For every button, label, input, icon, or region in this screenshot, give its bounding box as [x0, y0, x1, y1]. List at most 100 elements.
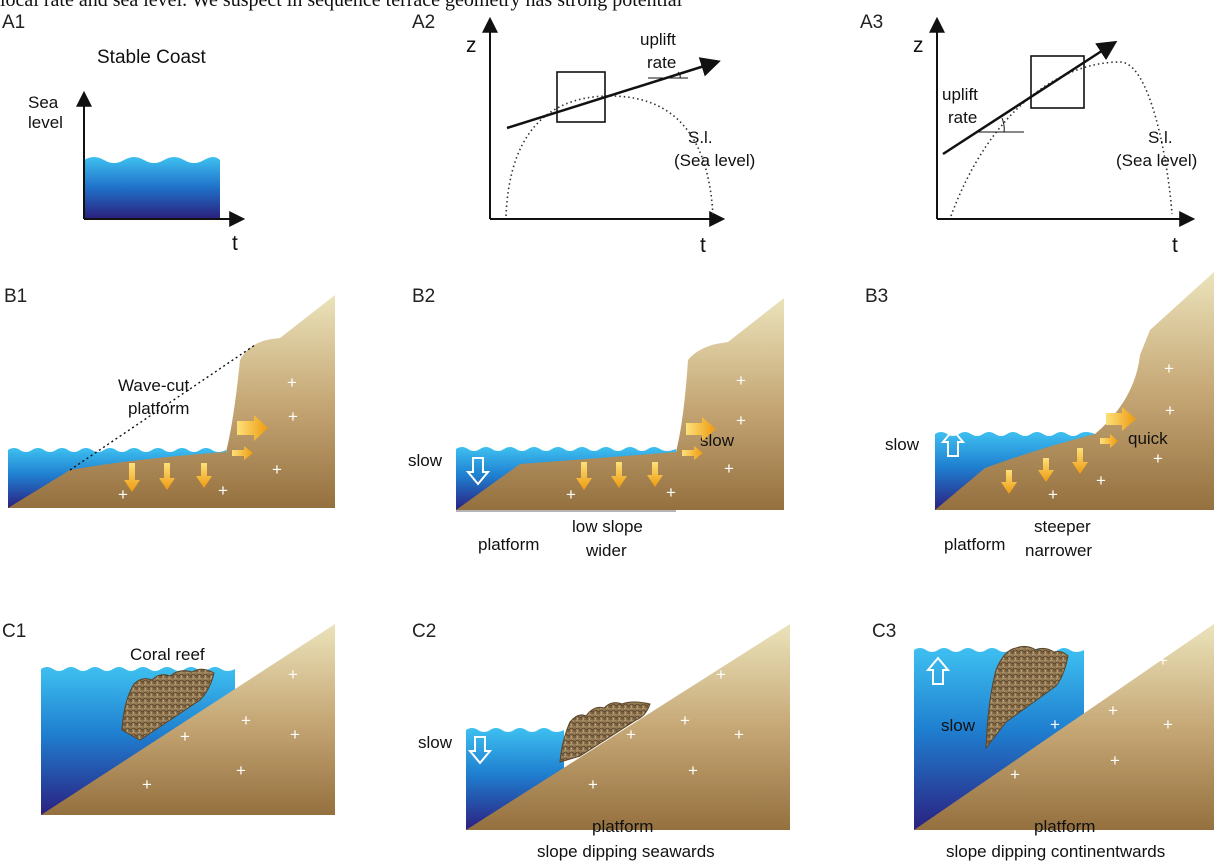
x-axis-label: t: [700, 234, 706, 257]
land-body: [466, 624, 790, 830]
sea-level-label-line1: S.l.: [1148, 128, 1173, 147]
x-axis-label: t: [1172, 234, 1178, 257]
panel-b3: B3 slow quick platform steeper narrower: [865, 272, 1214, 560]
zoom-box: [1030, 55, 1085, 109]
platform-label: platform: [478, 535, 539, 554]
plus-marker: +: [1165, 401, 1175, 420]
slope-label-line1: low slope: [572, 517, 643, 536]
panel-title: Stable Coast: [97, 47, 207, 68]
land-body: [935, 272, 1214, 510]
sea-level-rate-label: slow: [941, 716, 976, 735]
plus-marker: +: [287, 373, 297, 392]
down-arrow-icon: [196, 463, 212, 488]
panel-label: A1: [2, 12, 25, 33]
uplift-label-line1: uplift: [640, 30, 676, 49]
down-arrow-icon: [611, 462, 627, 488]
reef-label: Coral reef: [130, 645, 205, 664]
plus-marker: +: [288, 407, 298, 426]
panel-a1: A1 Stable Coast Sea level t: [2, 12, 246, 255]
angle-arc: [1001, 117, 1005, 133]
uplift-label-line2: rate: [647, 53, 676, 72]
slope-label-line2: narrower: [1025, 541, 1092, 560]
plus-marker: +: [1108, 701, 1118, 720]
uplift-label-line2: rate: [948, 108, 977, 127]
plus-marker: +: [241, 711, 251, 730]
y-axis-label: z: [466, 34, 477, 57]
platform-label: platform: [944, 535, 1005, 554]
uplift-rate-line: [506, 57, 721, 130]
slope-label-line1: steeper: [1034, 517, 1091, 536]
plus-marker: +: [290, 725, 300, 744]
panel-label: C1: [2, 621, 26, 642]
panel-c3: C3 slow platform slope dipping continent…: [872, 621, 1214, 861]
sea-level-label-line1: S.l.: [688, 128, 713, 147]
land-body: [8, 295, 335, 508]
down-arrow-icon: [1072, 448, 1088, 474]
former-profile-dashed: [69, 344, 256, 471]
plus-marker: +: [1158, 651, 1168, 670]
sea-level-label-line2: (Sea level): [674, 151, 755, 170]
panel-a3: A3 z t uplift rate S.l. (Sea level): [860, 12, 1197, 257]
platform-label-line2: slope dipping continentwards: [946, 842, 1165, 861]
sea-level-arrows: [465, 428, 966, 765]
plus-marker: +: [736, 411, 746, 430]
sea-level-rate-label: slow: [885, 435, 920, 454]
angle-arc: [677, 71, 681, 79]
land-body: [456, 298, 784, 510]
panel-label: C3: [872, 621, 896, 642]
plus-marker: +: [724, 459, 734, 478]
plus-marker: +: [272, 460, 282, 479]
down-arrow-icon: [159, 463, 175, 490]
panel-a2: A2 z t uplift rate S.l. (Sea level): [412, 12, 755, 257]
sea-level-rate-label: slow: [408, 451, 443, 470]
up-arrow-icon: [925, 656, 951, 685]
platform-label-line1: Wave-cut: [118, 376, 189, 395]
plus-marker: +: [588, 775, 598, 794]
zoom-box: [556, 71, 606, 123]
plus-marker: +: [1110, 751, 1120, 770]
sea-level-label-line2: (Sea level): [1116, 151, 1197, 170]
y-axis-label-line1: Sea: [28, 93, 59, 112]
right-arrow-icon: [1100, 434, 1118, 448]
slope-label-line2: wider: [585, 541, 627, 560]
plus-marker: +: [1010, 765, 1020, 784]
down-arrow-icon: [467, 736, 493, 765]
plus-marker: +: [218, 481, 228, 500]
plus-marker: +: [680, 711, 690, 730]
plus-marker: +: [1164, 359, 1174, 378]
plus-marker: +: [736, 371, 746, 390]
right-arrow-icon: [682, 446, 703, 460]
plus-marker: +: [236, 761, 246, 780]
panel-c1: C1 Coral reef: [2, 621, 335, 815]
plus-marker: +: [716, 665, 726, 684]
land-body: [914, 624, 1214, 830]
right-arrow-icon: [686, 417, 716, 441]
panel-b1: B1 Wave-cut platform: [4, 286, 335, 508]
panel-label: A3: [860, 12, 883, 33]
plus-marker: +: [1048, 485, 1058, 504]
land-body: [41, 624, 335, 815]
sea-level-rate-label: slow: [418, 733, 453, 752]
right-arrow-icon: [1106, 407, 1136, 431]
down-arrow-icon: [647, 462, 663, 487]
platform-label-line2: slope dipping seawards: [537, 842, 715, 861]
right-arrow-icon: [232, 446, 253, 460]
uplift-label-line1: uplift: [942, 85, 978, 104]
coral-reef: [559, 701, 651, 763]
right-arrow-icon: [237, 415, 268, 441]
x-axis-label: t: [232, 232, 238, 255]
caption-fragment: local rate and sea level. We suspect in …: [0, 0, 683, 11]
plus-marker: +: [666, 483, 676, 502]
plus-marker: +: [142, 775, 152, 794]
sea-level-curve: [950, 61, 1173, 217]
panel-label: A2: [412, 12, 435, 33]
y-axis-label: z: [913, 34, 924, 57]
coral-reef: [985, 645, 1069, 750]
land-markers: + + + + + + + + + + + + + + + + + + + + …: [118, 359, 1175, 794]
platform-label-line2: platform: [128, 399, 189, 418]
plus-marker: +: [1050, 715, 1060, 734]
panel-label: B2: [412, 286, 435, 307]
uplift-rate-line: [942, 40, 1118, 156]
sea-level-curve: [505, 95, 714, 217]
